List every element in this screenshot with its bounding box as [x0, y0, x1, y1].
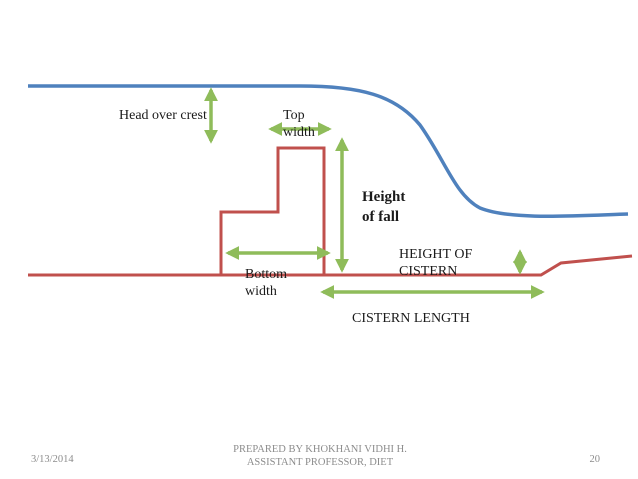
- bottom-width-label: Bottom width: [245, 267, 288, 299]
- head-over-crest-label: Head over crest: [119, 108, 207, 123]
- top-width-label: Top width: [283, 108, 315, 140]
- height-of-cistern-label: HEIGHT OF CISTERN: [399, 247, 473, 279]
- footer-credit: PREPARED BY KHOKHANI VIDHI H. ASSISTANT …: [233, 444, 407, 468]
- drop-structure-outline: [219, 146, 326, 275]
- cistern-length-label: CISTERN LENGTH: [352, 311, 470, 326]
- footer-date: 3/13/2014: [31, 454, 74, 465]
- height-of-fall-label: Height of fall: [362, 189, 406, 225]
- bed-profile-line: [28, 254, 633, 277]
- water-surface-line: [28, 84, 629, 219]
- page-number: 20: [589, 454, 601, 465]
